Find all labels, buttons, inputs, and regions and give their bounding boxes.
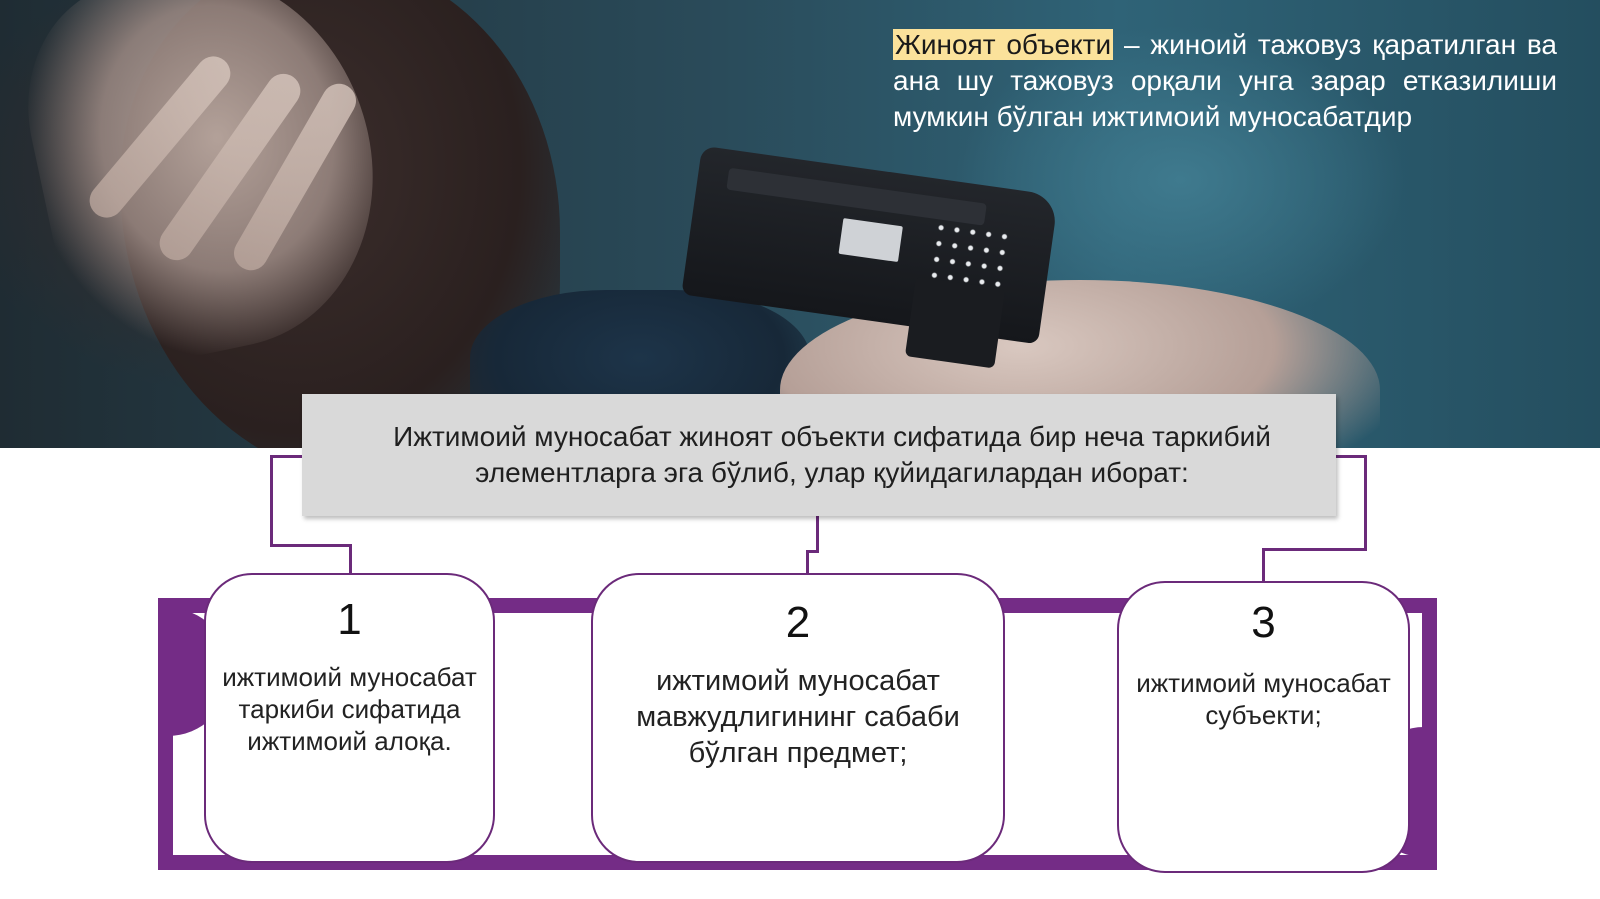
card-text: ижтимоий муносабат мавжудлигининг сабаби…	[636, 665, 960, 769]
connector-line	[1364, 455, 1367, 551]
element-card-2: 2 ижтимоий муносабат мавжудлигининг саба…	[591, 573, 1005, 863]
connector-line	[270, 455, 273, 547]
connector-line	[806, 550, 819, 553]
connector-line	[270, 544, 352, 547]
definition-term: Жиноят объекти	[893, 29, 1114, 60]
element-card-1: 1 ижтимоий муносабат таркиби сифатида иж…	[204, 573, 495, 863]
intro-text: Ижтимоий муносабат жиноят объекти сифати…	[393, 421, 1271, 488]
connector-line	[349, 544, 352, 574]
background-photo	[0, 0, 1600, 448]
card-number: 3	[1251, 598, 1276, 647]
card-text: ижтимоий муносабат субъекти;	[1136, 668, 1391, 730]
connector-line	[816, 516, 819, 552]
card-number: 2	[785, 598, 811, 647]
definition-text: Жиноят объекти – жиноий тажовуз қаратилг…	[893, 27, 1557, 135]
connector-line	[1262, 548, 1367, 551]
definition-body: – жиноий тажовуз қаратилган ва ана шу та…	[893, 29, 1557, 132]
connector-line	[1336, 455, 1367, 458]
intro-box: Ижтимоий муносабат жиноят объекти сифати…	[302, 394, 1336, 516]
card-text: ижтимоий муносабат таркиби сифатида ижти…	[222, 662, 477, 756]
connector-line	[270, 455, 304, 458]
connector-line	[806, 550, 809, 582]
connector-line	[1262, 548, 1265, 584]
element-card-3: 3 ижтимоий муносабат субъекти;	[1117, 581, 1410, 873]
card-number: 1	[337, 595, 362, 644]
